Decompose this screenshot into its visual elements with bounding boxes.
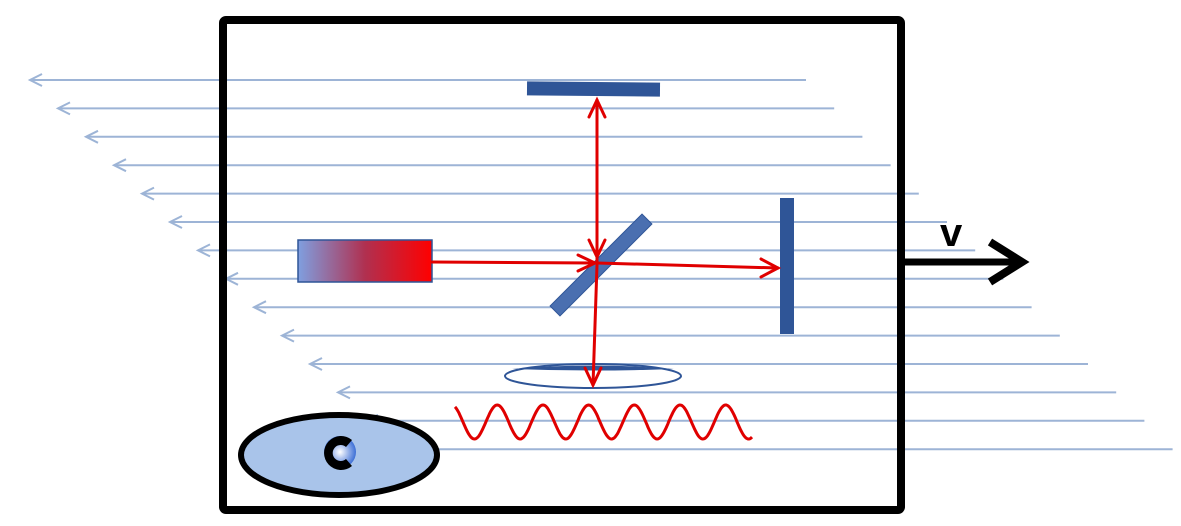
beam-arrow-up [587, 96, 607, 119]
ether-line-arrowhead [251, 300, 267, 315]
beam-to-detector [591, 263, 599, 387]
ether-line-arrowhead [27, 73, 43, 87]
top-mirror [526, 81, 661, 97]
beam-arrow-detector [583, 366, 603, 389]
velocity-arrow: v [905, 211, 1030, 286]
beam-source-to-splitter [430, 260, 597, 265]
ether-line-arrowhead [195, 243, 211, 258]
observer-eye [238, 412, 440, 498]
right-mirror [780, 198, 794, 334]
eye-pupil [324, 436, 352, 470]
apparatus-frame [219, 16, 905, 514]
ether-line-arrowhead [55, 101, 71, 116]
ether-line-arrowhead [83, 129, 99, 144]
beam-arrow-right [759, 257, 782, 279]
beam-arrow-source [576, 253, 599, 273]
ether-line-arrowhead [139, 186, 155, 201]
ether-line-arrowhead [307, 357, 323, 371]
ether-line-arrowhead [335, 385, 351, 400]
ether-line-arrowhead [167, 215, 183, 229]
light-source [297, 239, 433, 283]
interference-wave [453, 403, 754, 441]
ether-line-arrowhead [111, 158, 127, 173]
ether-wind-lines [27, 73, 1173, 457]
ether-line-arrowhead [279, 328, 295, 343]
velocity-label: v [940, 211, 963, 255]
beam-arrow-down-top [587, 238, 607, 261]
light-beams [430, 96, 782, 389]
beam-horizontal-right [595, 261, 780, 270]
